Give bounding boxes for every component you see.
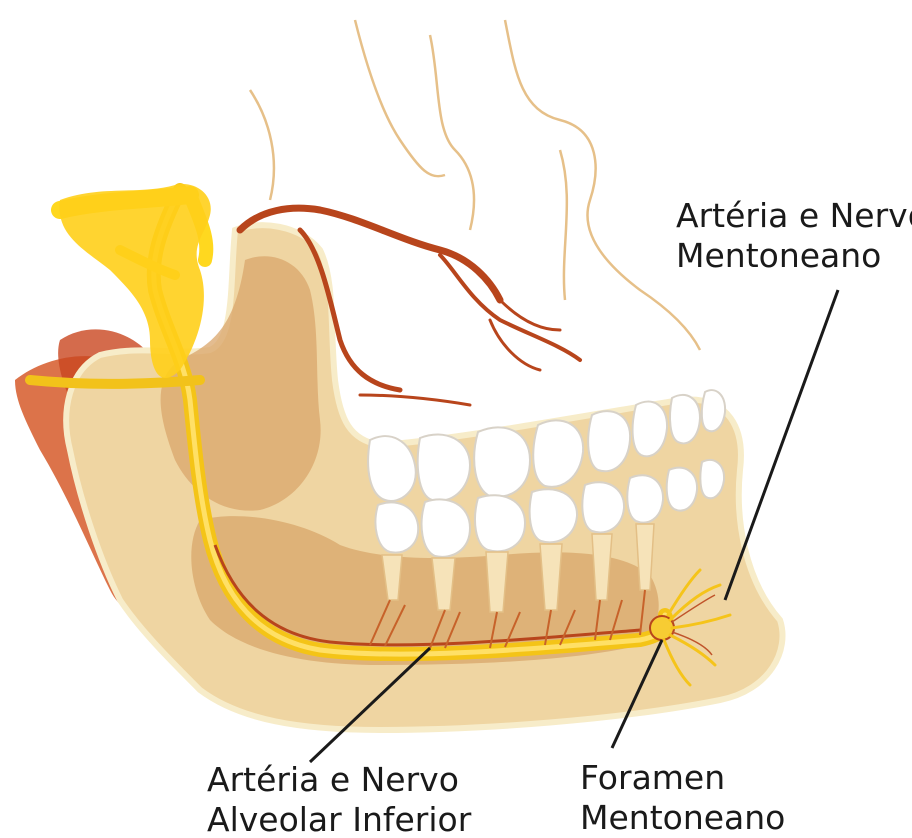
label-line: Mentoneano bbox=[676, 236, 912, 276]
label-line: Foramen bbox=[580, 758, 785, 798]
label-arteria-nervo-mentoneano: Artéria e Nervo Mentoneano bbox=[676, 196, 912, 276]
label-foramen-mentoneano: Foramen Mentoneano bbox=[580, 758, 785, 838]
label-line: Mentoneano bbox=[580, 798, 785, 838]
label-line: Artéria e Nervo bbox=[207, 760, 471, 800]
label-line: Artéria e Nervo bbox=[676, 196, 912, 236]
label-arteria-nervo-alveolar-inferior: Artéria e Nervo Alveolar Inferior bbox=[207, 760, 471, 838]
label-line: Alveolar Inferior bbox=[207, 800, 471, 838]
